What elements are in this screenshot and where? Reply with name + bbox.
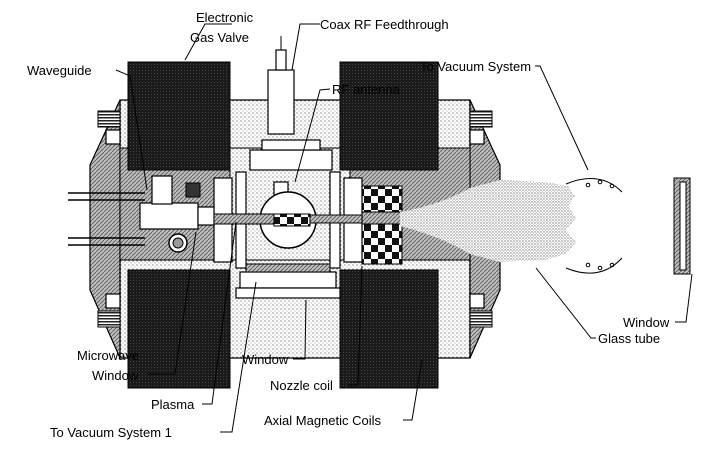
leader-lines bbox=[115, 23, 693, 433]
label-rf-antenna: RF antenna bbox=[332, 82, 401, 97]
waveguide-assembly bbox=[68, 175, 215, 253]
label-microwave: Microwave bbox=[77, 348, 139, 363]
plasma-plume bbox=[400, 180, 576, 262]
label-coax-rf-feedthrough: Coax RF Feedthrough bbox=[320, 17, 449, 32]
label-electronic: Electronic bbox=[196, 10, 254, 25]
label-window-right: Window bbox=[623, 315, 670, 330]
label-microwave-window: Window bbox=[92, 368, 139, 383]
coax-rf-feedthrough bbox=[267, 36, 295, 201]
label-plasma: Plasma bbox=[151, 397, 195, 412]
label-axial-magnetic-coils: Axial Magnetic Coils bbox=[264, 413, 382, 428]
glass-tube bbox=[565, 178, 623, 274]
axial-magnetic-coils bbox=[127, 61, 439, 389]
label-to-vacuum-system-1: To Vacuum System 1 bbox=[50, 425, 172, 440]
mounting-studs bbox=[97, 110, 493, 328]
right-window bbox=[673, 177, 691, 275]
label-gas-valve: Gas Valve bbox=[190, 30, 249, 45]
label-window-center: Window bbox=[242, 352, 289, 367]
plasma-channel bbox=[213, 213, 363, 225]
nozzle-coil bbox=[361, 185, 403, 265]
label-to-vacuum-system-top: To Vacuum System bbox=[420, 59, 531, 74]
label-nozzle-coil: Nozzle coil bbox=[270, 378, 333, 393]
label-waveguide: Waveguide bbox=[27, 63, 92, 78]
label-glass-tube: Glass tube bbox=[598, 331, 660, 346]
